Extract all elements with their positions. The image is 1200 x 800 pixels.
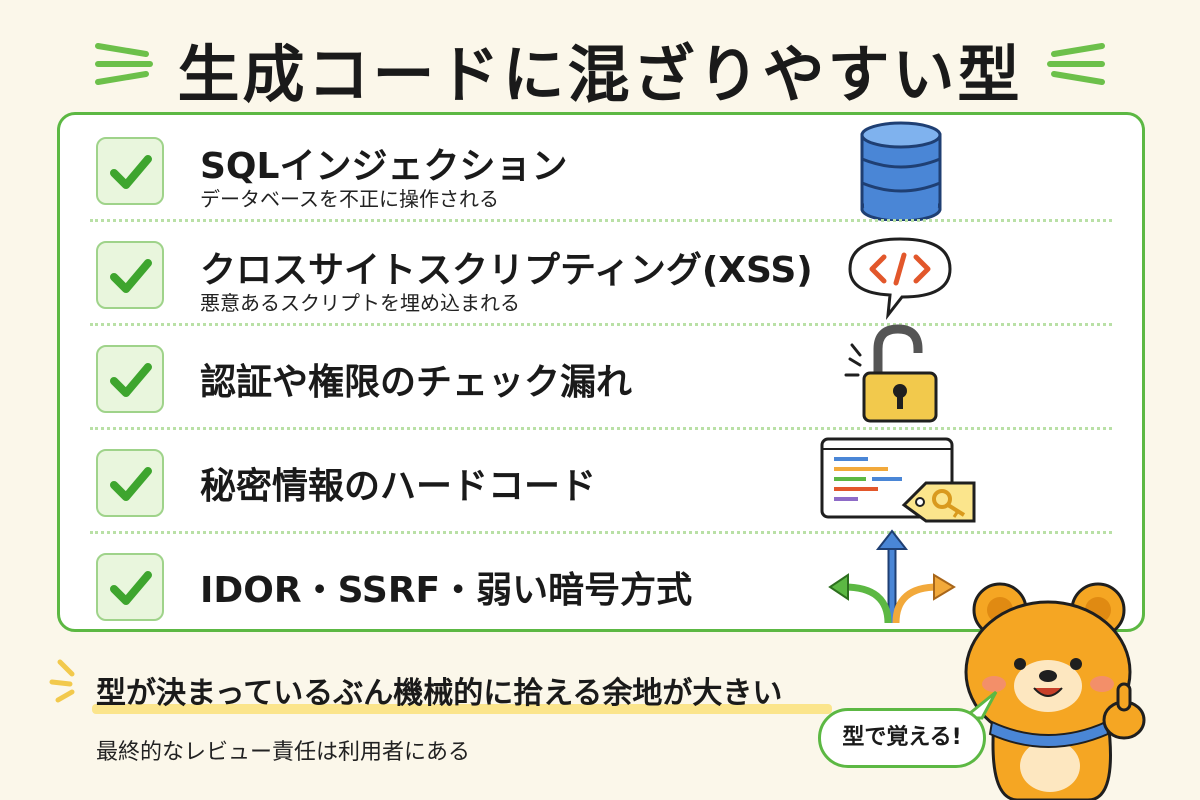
item-subtitle: データベースを不正に操作される bbox=[200, 187, 499, 211]
page-title: 生成コードに混ざりやすい型 bbox=[177, 38, 1023, 111]
note-subtext: 最終的なレビュー責任は利用者にある bbox=[96, 740, 471, 765]
checkmark-icon bbox=[96, 345, 164, 413]
row-divider bbox=[90, 427, 1112, 430]
unlocked-padlock-icon bbox=[844, 324, 938, 423]
title-left-deco-icon bbox=[95, 43, 153, 85]
item-subtitle: 悪意あるスクリプトを埋め込まれる bbox=[200, 291, 520, 315]
code-with-key-tag-icon bbox=[820, 437, 976, 523]
checklist-card: SQLインジェクション データベースを不正に操作される クロスサイトスクリプティ… bbox=[57, 112, 1145, 632]
attention-lines-icon bbox=[49, 659, 75, 703]
row-divider bbox=[90, 323, 1112, 326]
bear-mascot-icon bbox=[964, 582, 1146, 800]
note-headline: 型が決まっているぶん機械的に拾える余地が大きい bbox=[96, 676, 783, 711]
database-icon bbox=[860, 121, 942, 221]
title-right-deco-icon bbox=[1047, 43, 1105, 85]
code-bubble-icon bbox=[848, 237, 952, 321]
diverging-arrows-icon bbox=[828, 529, 956, 624]
item-title: 秘密情報のハードコード bbox=[200, 466, 597, 507]
list-item: 認証や権限のチェック漏れ bbox=[60, 323, 1142, 430]
checkmark-icon bbox=[96, 553, 164, 621]
list-item: 秘密情報のハードコード bbox=[60, 427, 1142, 534]
item-title: IDOR・SSRF・弱い暗号方式 bbox=[200, 570, 693, 611]
checkmark-icon bbox=[96, 241, 164, 309]
item-title: 認証や権限のチェック漏れ bbox=[200, 362, 633, 403]
list-item: IDOR・SSRF・弱い暗号方式 bbox=[60, 529, 1142, 635]
item-title: SQLインジェクション bbox=[200, 146, 568, 187]
item-title: クロスサイトスクリプティング(XSS) bbox=[200, 250, 813, 291]
list-item: クロスサイトスクリプティング(XSS) 悪意あるスクリプトを埋め込まれる bbox=[60, 219, 1142, 326]
checkmark-icon bbox=[96, 449, 164, 517]
list-item: SQLインジェクション データベースを不正に操作される bbox=[60, 115, 1142, 222]
row-divider bbox=[90, 531, 1112, 534]
checkmark-icon bbox=[96, 137, 164, 205]
mascot-speech-bubble: 型で覚える! bbox=[818, 708, 986, 768]
row-divider bbox=[90, 219, 1112, 222]
note-highlight bbox=[92, 704, 832, 714]
